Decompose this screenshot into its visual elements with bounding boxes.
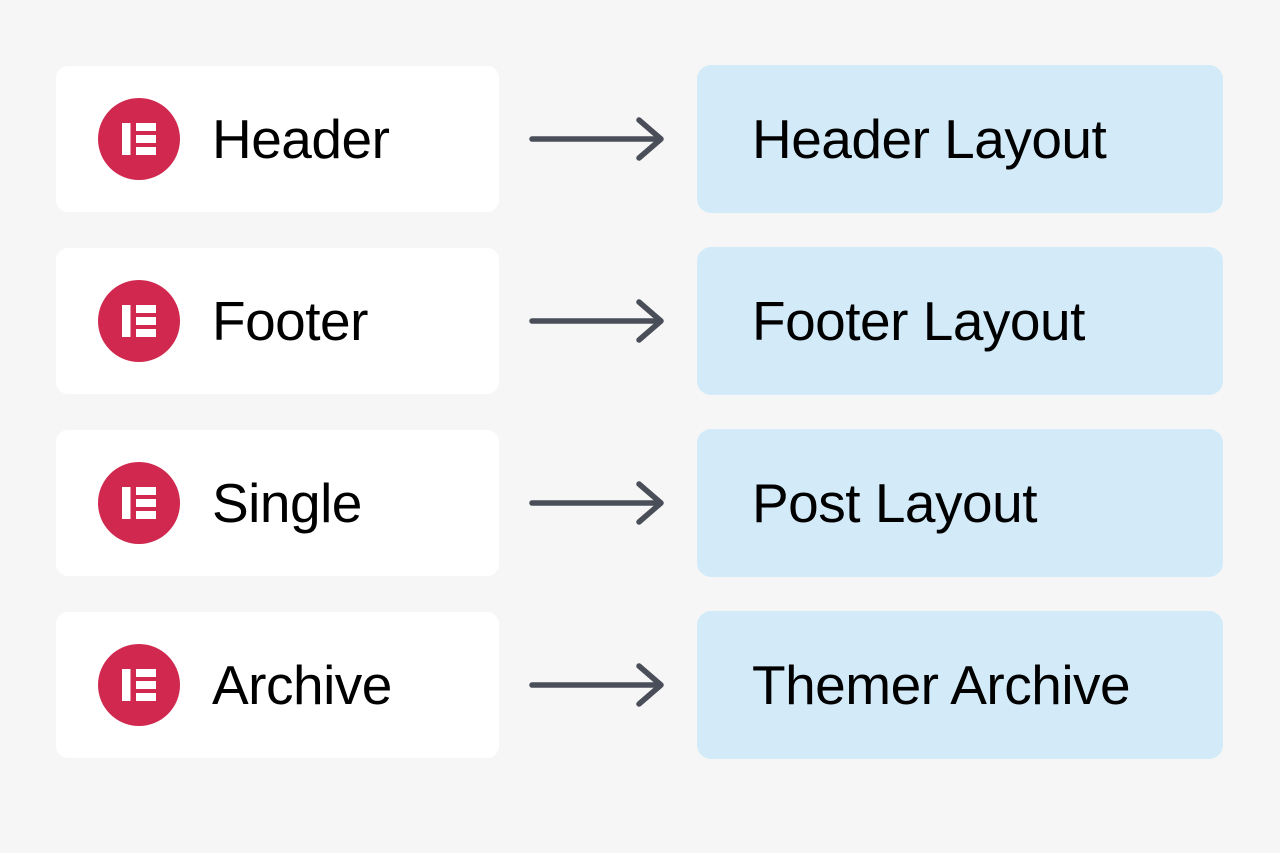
- target-card-themer-archive[interactable]: Themer Archive: [697, 611, 1223, 759]
- mapping-row: Archive Themer Archive: [0, 611, 1280, 759]
- target-card-header-layout[interactable]: Header Layout: [697, 65, 1223, 213]
- source-card-archive[interactable]: Archive: [56, 612, 499, 758]
- target-label: Themer Archive: [752, 653, 1131, 716]
- arrow-right-icon: [499, 66, 697, 212]
- source-card-header[interactable]: Header: [56, 66, 499, 212]
- source-label: Single: [212, 471, 362, 534]
- elementor-logo-icon: [98, 644, 180, 726]
- source-card-single[interactable]: Single: [56, 430, 499, 576]
- source-label: Footer: [212, 289, 368, 352]
- source-label: Header: [212, 107, 390, 170]
- source-card-footer[interactable]: Footer: [56, 248, 499, 394]
- mapping-row: Single Post Layout: [0, 429, 1280, 577]
- target-card-post-layout[interactable]: Post Layout: [697, 429, 1223, 577]
- arrow-right-icon: [499, 430, 697, 576]
- arrow-right-icon: [499, 612, 697, 758]
- elementor-logo-icon: [98, 280, 180, 362]
- target-card-footer-layout[interactable]: Footer Layout: [697, 247, 1223, 395]
- mapping-row: Header Header Layout: [0, 65, 1280, 213]
- mapping-row: Footer Footer Layout: [0, 247, 1280, 395]
- target-label: Post Layout: [752, 471, 1037, 534]
- elementor-logo-icon: [98, 98, 180, 180]
- source-label: Archive: [212, 653, 392, 716]
- arrow-right-icon: [499, 248, 697, 394]
- elementor-logo-icon: [98, 462, 180, 544]
- target-label: Header Layout: [752, 107, 1107, 170]
- target-label: Footer Layout: [752, 289, 1085, 352]
